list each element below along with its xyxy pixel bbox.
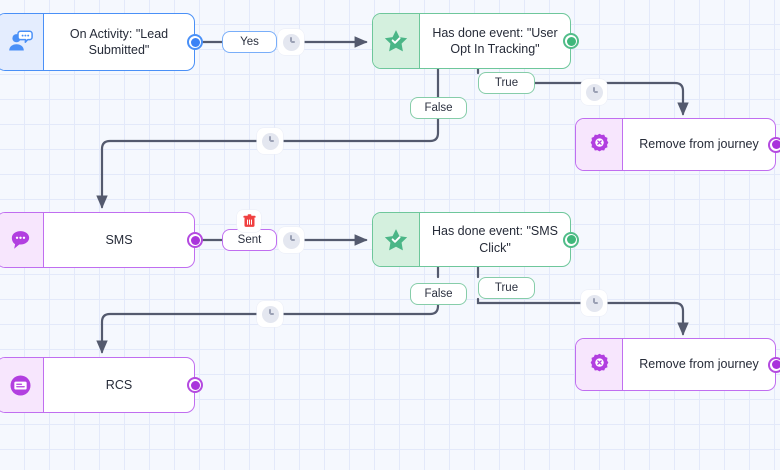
delay-chip-optin-false[interactable] bbox=[257, 128, 283, 154]
branch-pill-label: Sent bbox=[237, 234, 262, 246]
branch-pill-optin-true[interactable]: True bbox=[478, 72, 535, 94]
branch-pill-sms-sent[interactable]: Sent bbox=[222, 229, 277, 251]
delay-chip-optin-true[interactable] bbox=[581, 79, 607, 105]
clock-icon bbox=[261, 132, 279, 150]
trash-icon bbox=[242, 214, 256, 227]
branch-pill-label: False bbox=[424, 102, 453, 114]
output-port[interactable] bbox=[187, 377, 203, 393]
branch-pill-label: False bbox=[424, 288, 453, 300]
node-remove-from-journey-2[interactable]: Remove from journey bbox=[575, 338, 780, 391]
node-label: Has done event: "User Opt In Tracking" bbox=[432, 25, 558, 56]
node-condition-user-opt-in-tracking[interactable]: Has done event: "User Opt In Tracking" bbox=[372, 13, 579, 69]
delay-chip-trigger-yes[interactable] bbox=[278, 29, 304, 55]
node-label: On Activity: "Lead Submitted" bbox=[69, 26, 169, 57]
output-port[interactable] bbox=[768, 356, 780, 373]
wire-optin-true-to-remove1 bbox=[533, 81, 689, 116]
output-port[interactable] bbox=[768, 136, 780, 153]
clock-icon bbox=[282, 33, 300, 51]
sms-bubble-icon bbox=[0, 213, 44, 267]
node-rcs[interactable]: RCS bbox=[0, 357, 203, 413]
gear-x-icon bbox=[576, 339, 623, 390]
node-label: SMS bbox=[105, 232, 133, 247]
clock-icon bbox=[282, 231, 300, 249]
person-speech-bubble-icon bbox=[0, 14, 44, 70]
delay-chip-sms-sent[interactable] bbox=[278, 227, 304, 253]
delete-chip-sms-sent[interactable] bbox=[237, 210, 261, 232]
node-condition-sms-click[interactable]: Has done event: "SMS Click" bbox=[372, 212, 579, 267]
node-trigger-lead-submitted[interactable]: On Activity: "Lead Submitted" bbox=[0, 13, 203, 71]
node-label: Remove from journey bbox=[639, 137, 759, 152]
node-label: Has done event: "SMS Click" bbox=[431, 224, 559, 255]
delay-chip-smsclick-true[interactable] bbox=[581, 290, 607, 316]
gear-x-icon bbox=[576, 119, 623, 170]
output-port[interactable] bbox=[187, 34, 203, 50]
branch-pill-label: Yes bbox=[240, 36, 259, 48]
branch-pill-optin-false[interactable]: False bbox=[410, 97, 467, 119]
branch-pill-label: True bbox=[494, 77, 519, 89]
branch-pill-smsclick-true[interactable]: True bbox=[478, 277, 535, 299]
node-label: RCS bbox=[105, 377, 133, 392]
branch-pill-label: True bbox=[494, 282, 519, 294]
branch-pill-yes[interactable]: Yes bbox=[222, 31, 277, 53]
star-check-icon bbox=[373, 14, 420, 68]
output-port[interactable] bbox=[563, 33, 579, 49]
rcs-message-icon bbox=[0, 358, 44, 412]
node-label: Remove from journey bbox=[639, 357, 759, 372]
output-port[interactable] bbox=[563, 231, 579, 248]
output-port[interactable] bbox=[187, 232, 203, 248]
node-sms[interactable]: SMS bbox=[0, 212, 203, 268]
star-check-icon bbox=[373, 213, 420, 266]
clock-icon bbox=[585, 294, 603, 312]
node-remove-from-journey-1[interactable]: Remove from journey bbox=[575, 118, 780, 171]
delay-chip-smsclick-false[interactable] bbox=[257, 301, 283, 327]
clock-icon bbox=[261, 305, 279, 323]
branch-pill-smsclick-false[interactable]: False bbox=[410, 283, 467, 305]
clock-icon bbox=[585, 83, 603, 101]
